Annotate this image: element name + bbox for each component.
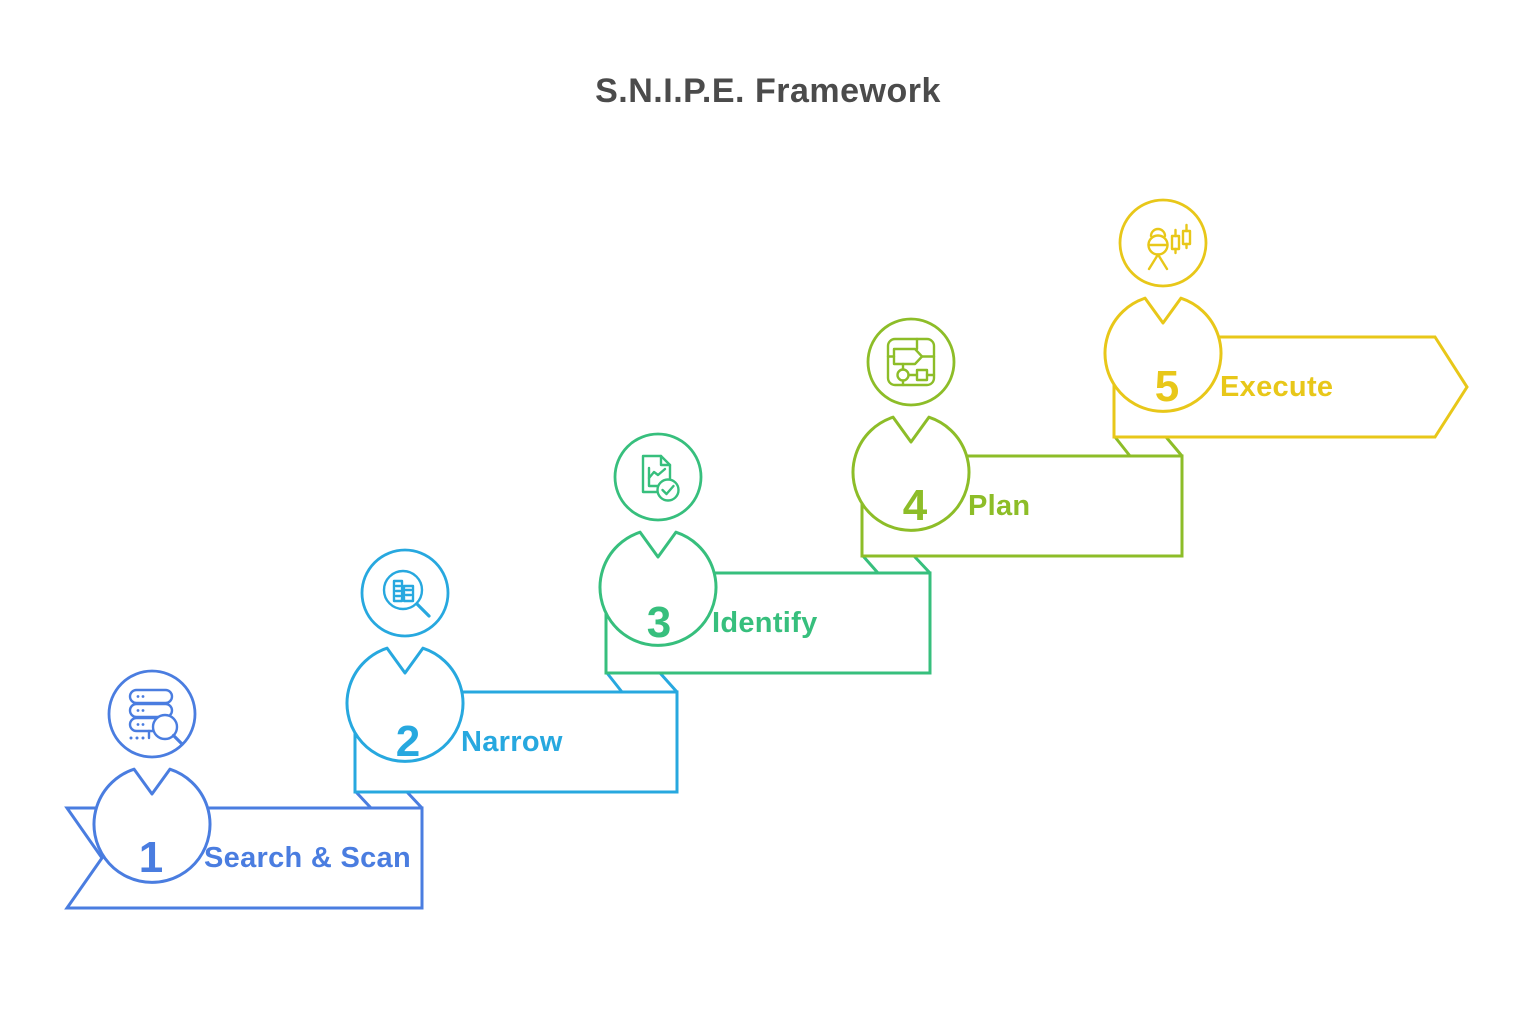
database-search-icon	[128, 688, 184, 746]
step-4-bubble	[851, 317, 971, 532]
step-4-group	[851, 317, 1184, 558]
document-magnifier-icon	[382, 569, 431, 618]
step-4-label: Plan	[968, 489, 1031, 522]
report-check-icon	[641, 454, 680, 502]
step-2-bubble	[345, 548, 465, 763]
step-3-fold	[861, 554, 932, 575]
step-3-number: 3	[646, 598, 672, 647]
step-1-number: 1	[138, 833, 164, 882]
step-2-text: 2 Narrow	[355, 692, 563, 792]
step-5-label: Execute	[1220, 370, 1334, 403]
step-5-bubble	[1103, 198, 1223, 413]
step-1-label: Search & Scan	[204, 841, 411, 874]
step-1-bubble	[92, 669, 212, 884]
step-3-group	[598, 432, 932, 675]
step-2-number: 2	[395, 717, 421, 766]
step-3-label: Identify	[712, 606, 818, 639]
trader-chart-icon	[1147, 223, 1192, 271]
step-2-label: Narrow	[461, 725, 563, 758]
step-4-text: 4 Plan	[862, 456, 1030, 556]
step-5-number: 5	[1154, 362, 1180, 411]
step-1-group	[64, 669, 424, 910]
step-3-text: 3 Identify	[606, 573, 818, 673]
step-2-fold	[605, 671, 679, 694]
step-3-bubble	[598, 432, 718, 647]
strategy-map-icon	[886, 337, 936, 387]
step-4-number: 4	[902, 481, 928, 530]
page-title: S.N.I.P.E. Framework	[595, 72, 941, 110]
step-1-fold	[354, 790, 424, 810]
step-1-text: 1 Search & Scan	[67, 808, 411, 908]
step-5-text: 5 Execute	[1114, 337, 1333, 437]
step-2-group	[345, 548, 679, 794]
step-4-fold	[1113, 436, 1184, 457]
step-5-group	[1103, 198, 1469, 439]
